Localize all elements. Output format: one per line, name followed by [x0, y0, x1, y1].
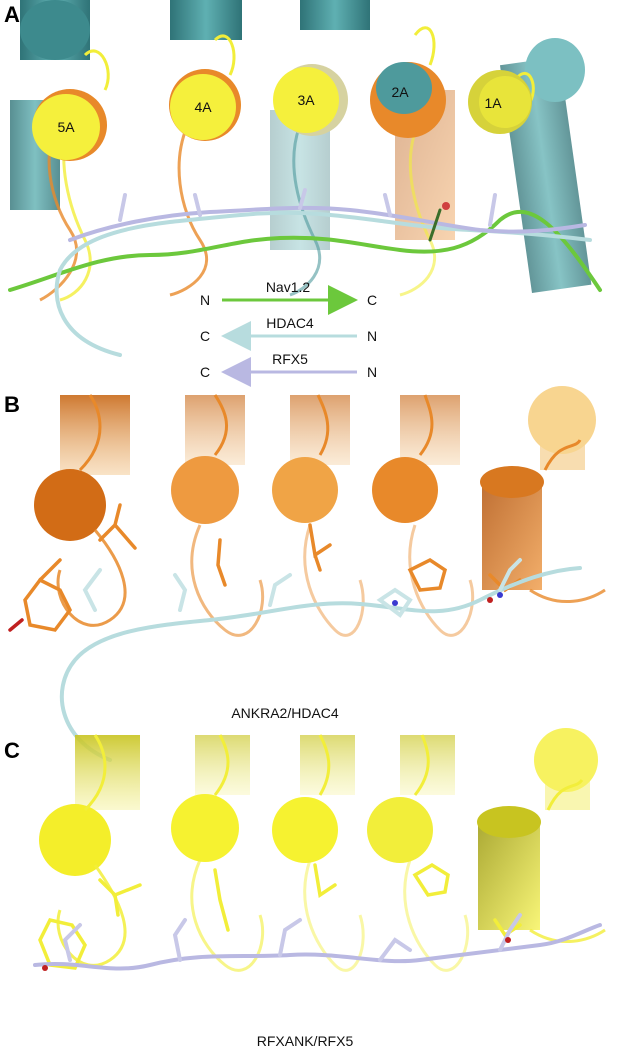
legend-name: Nav1.2: [266, 279, 311, 295]
legend-left-terminus: C: [200, 328, 210, 344]
panel-b-caption: ANKRA2/HDAC4: [231, 705, 339, 721]
hdac-peptide-trace: [59, 566, 582, 762]
panel-a-peptides: [8, 188, 602, 357]
repeat-3a: 3A: [273, 64, 348, 136]
panel-c-peptide: [33, 913, 602, 971]
legend-left-terminus: C: [200, 364, 210, 380]
repeat-5a: 5A: [32, 89, 107, 161]
nav-peptide-trace: [8, 209, 602, 292]
panel-c-caption: RFXANK/RFX5: [257, 1033, 354, 1049]
legend-right-terminus: N: [367, 364, 377, 380]
repeat-label: 1A: [484, 95, 502, 111]
legend-name: HDAC4: [266, 315, 314, 331]
panel-c-sidechains: [38, 862, 522, 970]
repeat-4a: 4A: [169, 69, 241, 141]
repeat-1a: 1A: [468, 70, 532, 134]
panel-c: RFXANK/RFX5 C: [4, 728, 606, 1049]
legend-right-terminus: C: [367, 292, 377, 308]
repeat-label: 4A: [194, 99, 212, 115]
legend-nav12: N Nav1.2 C: [200, 279, 377, 315]
repeat-label: 2A: [391, 84, 409, 100]
repeat-label: 5A: [57, 119, 75, 135]
legend-right-terminus: N: [367, 328, 377, 344]
panel-b-peptide: [59, 558, 582, 762]
rfx-peptide-trace: [68, 205, 587, 242]
panel-letter: B: [4, 392, 20, 417]
legend-rfx5: C RFX5 N: [200, 351, 377, 387]
repeat-2a: 2A: [370, 62, 446, 138]
legend-name: RFX5: [272, 351, 308, 367]
panel-a: 5A 4A 3A 2A 1A: [4, 0, 602, 387]
panel-b-sidechains: [8, 503, 522, 632]
repeat-label: 3A: [297, 92, 315, 108]
legend-left-terminus: N: [200, 292, 210, 308]
legend-hdac4: C HDAC4 N: [200, 315, 377, 351]
panel-b: ANKRA2/HDAC4 B: [4, 386, 606, 762]
panel-c-helices: [39, 728, 598, 930]
panel-b-loops: [56, 394, 606, 637]
peptide-direction-legend: N Nav1.2 C C HDAC4 N C RFX5 N: [200, 279, 377, 387]
panel-letter: A: [4, 2, 20, 27]
rfx-peptide-trace: [33, 923, 602, 971]
panel-letter: C: [4, 738, 20, 763]
panel-a-loops: [39, 26, 535, 302]
